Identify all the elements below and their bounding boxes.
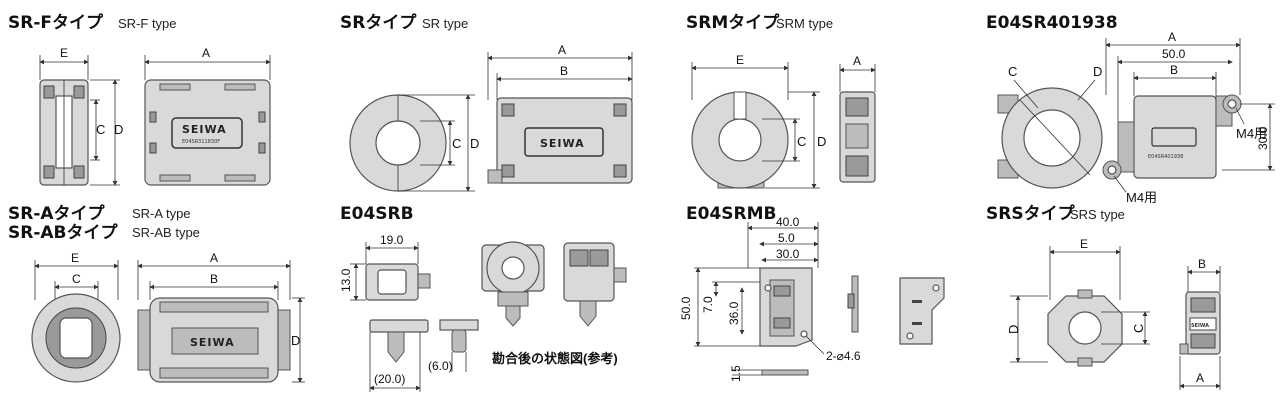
e04sr401938-title: E04SR401938 xyxy=(986,13,1118,33)
e04srb-title: E04SRB xyxy=(340,204,414,224)
srm-title: SRMタイプ xyxy=(686,12,780,33)
srf-title: SR-Fタイプ xyxy=(8,12,104,33)
srm-ring-view: E C D xyxy=(691,53,826,189)
srs-title: SRSタイプ xyxy=(986,203,1076,224)
panel-e04srmb: E04SRMB 40.0 5.0 30.0 50.0 7.0 36.0 2-⌀4… xyxy=(679,204,945,382)
e04srmb-dim-36: 36.0 xyxy=(727,301,741,325)
sra-ring-view: E C xyxy=(31,251,121,383)
srf-logo: SEIWA xyxy=(182,123,227,136)
srm-dim-d: D xyxy=(817,134,826,149)
sra-subtitle: SR-A type xyxy=(132,206,191,221)
e04srmb-title: E04SRMB xyxy=(686,204,776,224)
sra-title: SR-Aタイプ xyxy=(8,203,106,224)
sr-title: SRタイプ xyxy=(340,12,417,33)
e04sr401938-m4-bottom: M4用 xyxy=(1126,190,1157,205)
panel-srf: SR-Fタイプ SR-F type E C D A xyxy=(8,12,271,186)
panel-sr: SRタイプ SR type C D A B SEIWA xyxy=(340,12,633,192)
e04srmb-dim-40: 40.0 xyxy=(776,215,800,229)
srf-code: E04SR311830F xyxy=(182,139,220,145)
srf-dim-e: E xyxy=(60,46,68,60)
sr-subtitle: SR type xyxy=(422,16,468,31)
panel-srm: SRMタイプ SRM type E C D A xyxy=(686,12,876,189)
e04srmb-dim-30: 30.0 xyxy=(776,247,800,261)
srm-dim-c: C xyxy=(797,134,806,149)
srs-dim-a: A xyxy=(1196,371,1204,385)
sra-logo: SEIWA xyxy=(190,336,235,349)
sr-dim-c: C xyxy=(452,136,461,151)
srs-dim-e: E xyxy=(1080,237,1088,251)
e04sr401938-dim-d: D xyxy=(1093,64,1102,79)
srm-side-view: A xyxy=(839,54,876,183)
srm-subtitle: SRM type xyxy=(776,16,833,31)
e04sr401938-m4-top: M4用 xyxy=(1236,126,1267,141)
sr-front-view: A B SEIWA xyxy=(487,43,633,184)
srs-dim-d: D xyxy=(1006,325,1021,334)
srs-ring-view: E D C xyxy=(1006,237,1150,367)
e04srmb-dim-15: 1.5 xyxy=(729,365,743,382)
sr-ring-view: C D xyxy=(349,94,479,192)
e04srb-caption: 勘合後の状態図(参考) xyxy=(492,351,618,366)
e04srmb-dim-5: 5.0 xyxy=(778,231,795,245)
srs-side-view: B SEIWA A xyxy=(1179,257,1221,390)
srf-dim-d: D xyxy=(114,122,123,137)
e04srb-top-view: 19.0 13.0 xyxy=(339,233,431,301)
e04srmb-side-view xyxy=(847,275,945,345)
e04sr401938-body: E04SR401938 30.0 M4用 M4用 xyxy=(1102,94,1275,205)
srab-title: SR-ABタイプ xyxy=(8,222,119,243)
e04sr401938-dim-b: B xyxy=(1170,63,1178,77)
panel-srs: SRSタイプ SRS type E D C B SEIWA xyxy=(986,203,1221,390)
sra-dim-b: B xyxy=(210,272,218,286)
srs-logo: SEIWA xyxy=(1191,323,1209,329)
srf-dim-c: C xyxy=(96,122,105,137)
e04srb-dim-6: (6.0) xyxy=(428,359,453,373)
panel-e04sr401938: E04SR401938 A 50.0 B C D E04SR4019 xyxy=(986,13,1275,205)
srab-subtitle: SR-AB type xyxy=(132,225,200,240)
sr-dim-b: B xyxy=(560,64,568,78)
e04sr401938-dim-c: C xyxy=(1008,64,1017,79)
e04srb-bottom-view: (20.0) (6.0) xyxy=(369,319,479,392)
e04sr401938-ring: C D xyxy=(997,64,1103,189)
srs-subtitle: SRS type xyxy=(1070,207,1125,222)
e04sr401938-dim-a: A xyxy=(1168,30,1176,44)
e04srmb-dim-50: 50.0 xyxy=(679,296,693,320)
sr-logo: SEIWA xyxy=(540,137,585,150)
e04sr401938-dim-30: 30.0 xyxy=(1256,126,1270,150)
e04srmb-dim-7: 7.0 xyxy=(701,296,715,313)
e04sr401938-dim-50: 50.0 xyxy=(1162,47,1186,61)
panel-e04srb: E04SRB 19.0 13.0 (20.0) (6.0) xyxy=(339,204,627,392)
sra-front-view: A B SEIWA D xyxy=(137,251,305,383)
sra-dim-d: D xyxy=(291,333,300,348)
e04sr401938-code: E04SR401938 xyxy=(1148,154,1183,160)
sr-dim-d: D xyxy=(470,136,479,151)
srm-dim-a: A xyxy=(853,54,861,68)
srm-dim-e: E xyxy=(736,53,744,67)
e04srb-dim-13: 13.0 xyxy=(339,268,353,292)
e04srb-dim-19: 19.0 xyxy=(380,233,404,247)
e04srb-assembled-view: 勘合後の状態図(参考) xyxy=(481,241,627,366)
sra-dim-e: E xyxy=(71,251,79,265)
sra-dim-a: A xyxy=(210,251,218,265)
srf-dim-a: A xyxy=(202,46,210,60)
sra-dim-c: C xyxy=(72,272,81,286)
srf-side-view: E C D xyxy=(39,46,123,186)
e04srmb-dim-hole: 2-⌀4.6 xyxy=(826,349,861,363)
srs-dim-c: C xyxy=(1131,324,1146,333)
srs-dim-b: B xyxy=(1198,257,1206,271)
panel-sra: SR-Aタイプ SR-A type SR-ABタイプ SR-AB type E … xyxy=(8,203,305,383)
srf-front-view: A SEIWA E04SR311830F xyxy=(144,46,271,186)
sr-dim-a: A xyxy=(558,43,566,57)
srf-subtitle: SR-F type xyxy=(118,16,177,31)
e04srb-dim-20: (20.0) xyxy=(374,372,405,386)
e04srmb-front-view: 40.0 5.0 30.0 50.0 7.0 36.0 2-⌀4.6 1.5 xyxy=(679,215,861,382)
